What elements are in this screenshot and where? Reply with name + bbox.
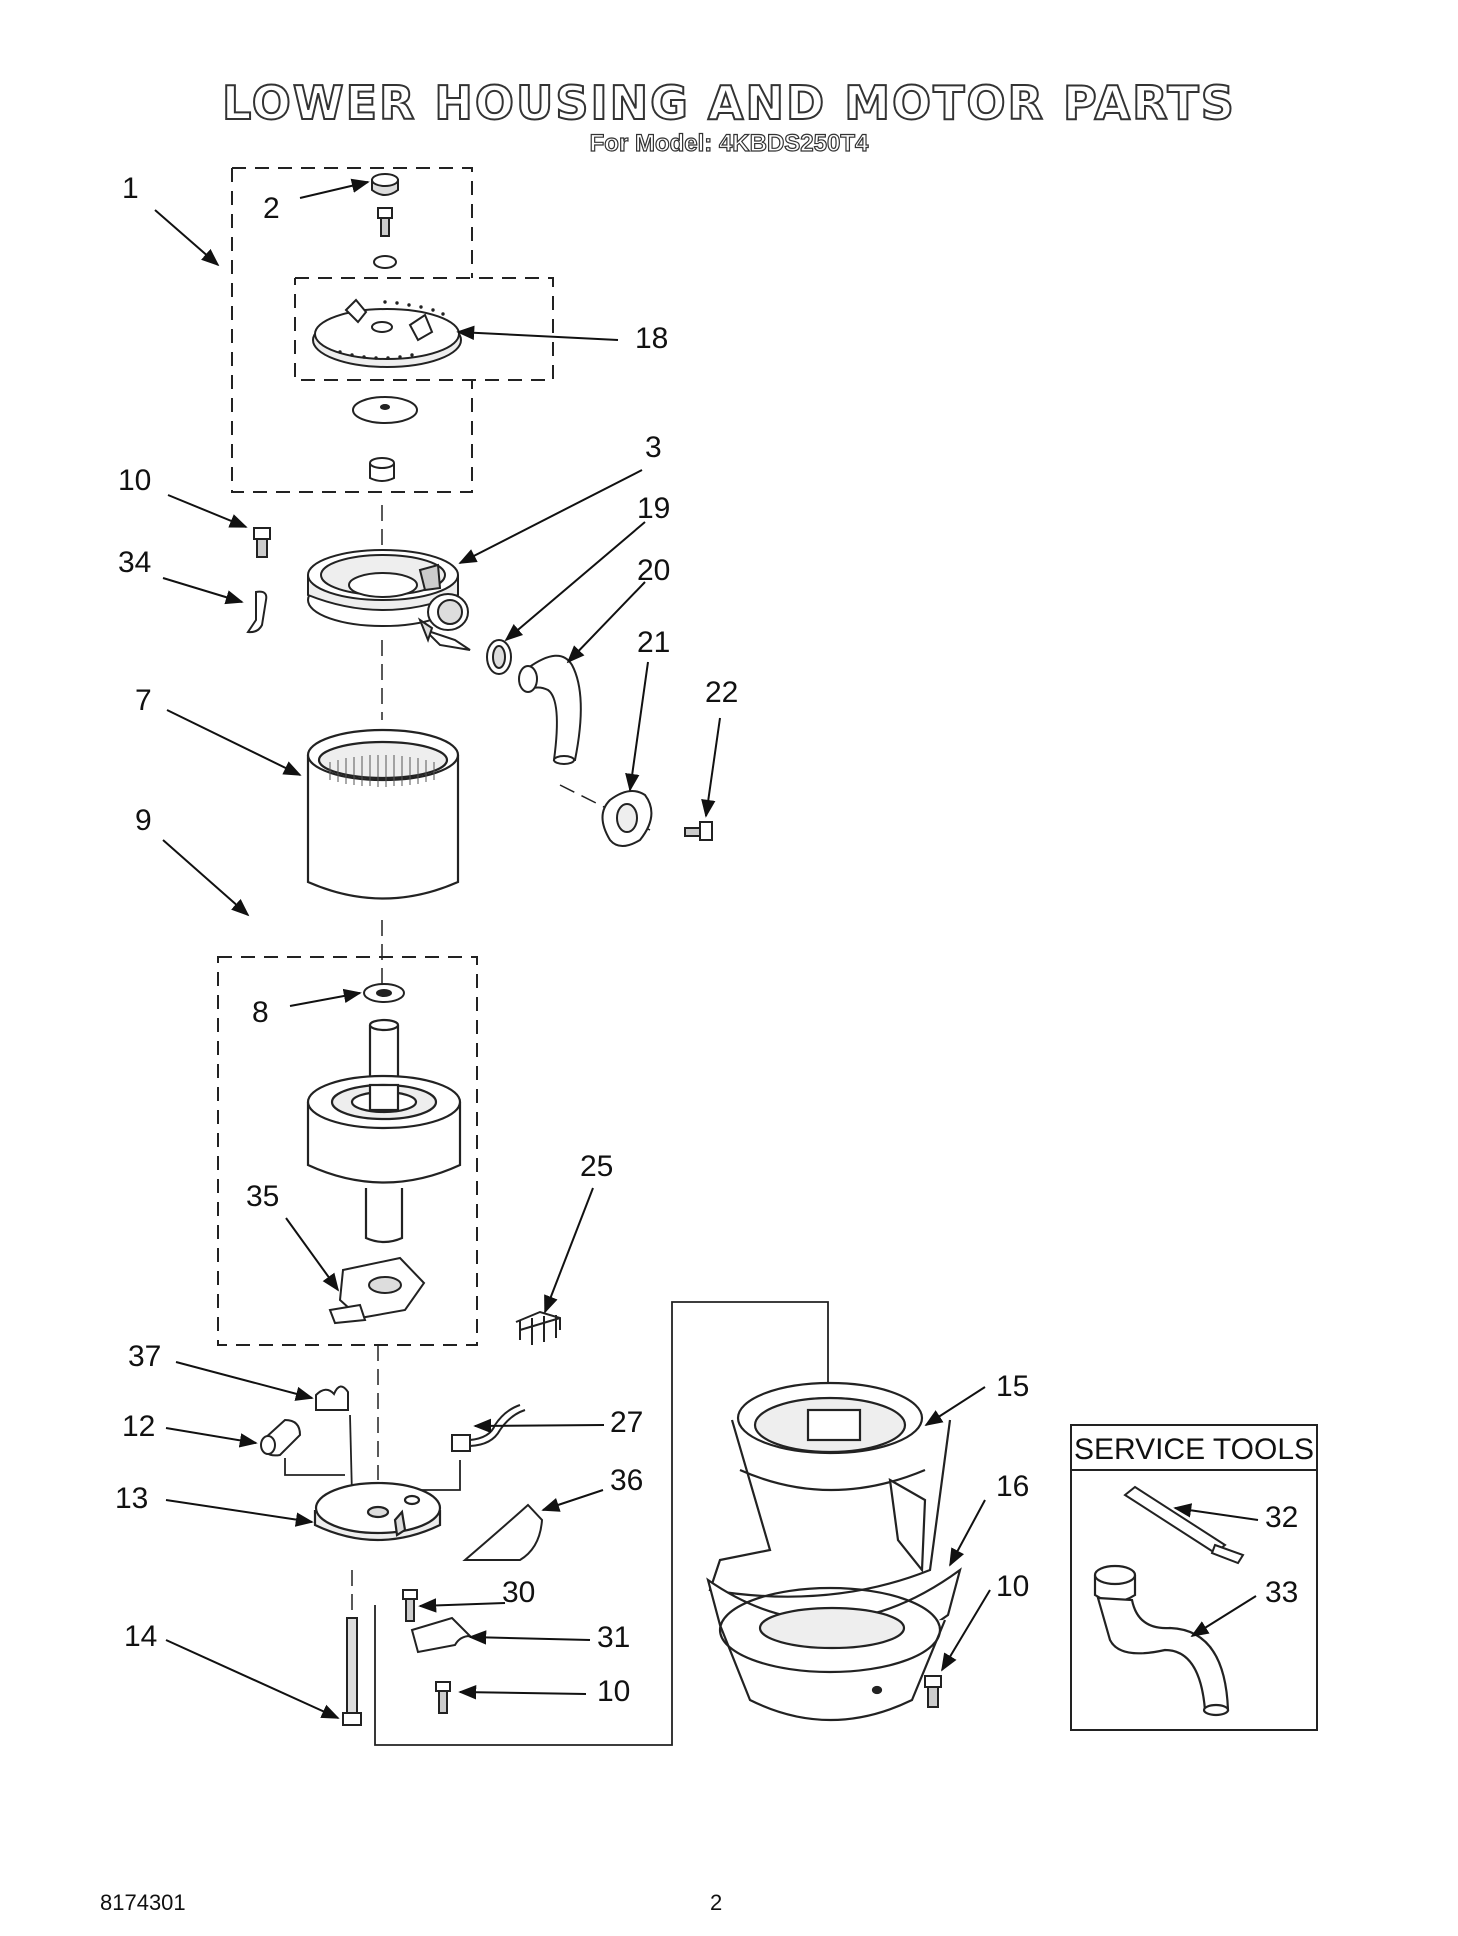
callout-10b: 10 [996, 1570, 1029, 1603]
part-grind-ring-shell [306, 728, 460, 900]
connector-lines [284, 1301, 829, 1746]
part-cap-screw [377, 207, 393, 237]
part-clip-37 [315, 1385, 349, 1411]
callout-25: 25 [580, 1150, 613, 1183]
callout-labels: 1 2 18 3 10 19 20 34 21 22 7 9 8 35 25 3… [115, 172, 1298, 1708]
callout-7: 7 [135, 684, 152, 717]
part-flange-21 [601, 790, 653, 847]
part-nut [369, 457, 395, 482]
callout-14: 14 [124, 1620, 157, 1653]
callout-32: 32 [1265, 1501, 1298, 1534]
callout-18: 18 [635, 322, 668, 355]
part-capacitor-12 [260, 1418, 302, 1457]
part-washer-8 [363, 983, 405, 1003]
callout-20: 20 [637, 554, 670, 587]
callout-27: 27 [610, 1406, 643, 1439]
part-screw-10c [924, 1675, 942, 1708]
tool-elbow-33 [1093, 1564, 1230, 1717]
callout-10a: 10 [118, 464, 151, 497]
callout-30: 30 [502, 1576, 535, 1609]
tool-wrench-32 [1123, 1485, 1245, 1565]
callout-2: 2 [263, 192, 280, 225]
part-screw-10b [435, 1681, 451, 1714]
leader-arrows [154, 178, 1259, 1719]
callout-15: 15 [996, 1370, 1029, 1403]
service-tools-title: SERVICE TOOLS [1074, 1433, 1314, 1466]
callout-8: 8 [252, 996, 269, 1029]
doc-number: 8174301 [100, 1890, 186, 1915]
callout-13: 13 [115, 1482, 148, 1515]
part-bolt-14 [342, 1617, 362, 1726]
callout-1: 1 [122, 172, 139, 205]
part-screw-10a [253, 527, 271, 558]
callout-19: 19 [637, 492, 670, 525]
callout-12: 12 [122, 1410, 155, 1443]
callout-9: 9 [135, 804, 152, 837]
part-washer-small [373, 255, 397, 269]
callout-3: 3 [645, 431, 662, 464]
callout-22: 22 [705, 676, 738, 709]
callout-16: 16 [996, 1470, 1029, 1503]
model-subtitle: For Model: 4KBDS250T4 [589, 129, 869, 157]
callout-10c: 10 [597, 1675, 630, 1708]
callout-33: 33 [1265, 1576, 1298, 1609]
part-clip-34 [246, 590, 268, 634]
part-upper-housing [307, 549, 471, 651]
part-cover-36 [462, 1503, 544, 1561]
page-number: 2 [710, 1890, 723, 1915]
part-shield-disc [352, 396, 418, 424]
part-plate-31 [410, 1616, 473, 1654]
assembly-box-1 [231, 167, 554, 493]
callout-37: 37 [128, 1340, 161, 1373]
part-bracket-25 [515, 1310, 561, 1345]
part-wire-27 [451, 1404, 526, 1452]
callout-21: 21 [637, 626, 670, 659]
callout-31: 31 [597, 1621, 630, 1654]
part-screw-22 [684, 821, 713, 841]
page-title: LOWER HOUSING AND MOTOR PARTS [221, 75, 1236, 131]
part-screw-30 [402, 1589, 418, 1622]
callout-36: 36 [610, 1464, 643, 1497]
callout-35: 35 [246, 1180, 279, 1213]
part-fan-35 [328, 1256, 426, 1325]
part-lower-housing [706, 1381, 962, 1722]
part-motor-rotor [306, 1018, 462, 1244]
part-elbow-20 [518, 654, 582, 765]
part-turntable-plate [312, 298, 462, 368]
callout-34: 34 [118, 546, 151, 579]
part-gasket-19 [486, 639, 512, 675]
part-cap [371, 173, 399, 196]
part-end-bell-13 [313, 1481, 442, 1542]
